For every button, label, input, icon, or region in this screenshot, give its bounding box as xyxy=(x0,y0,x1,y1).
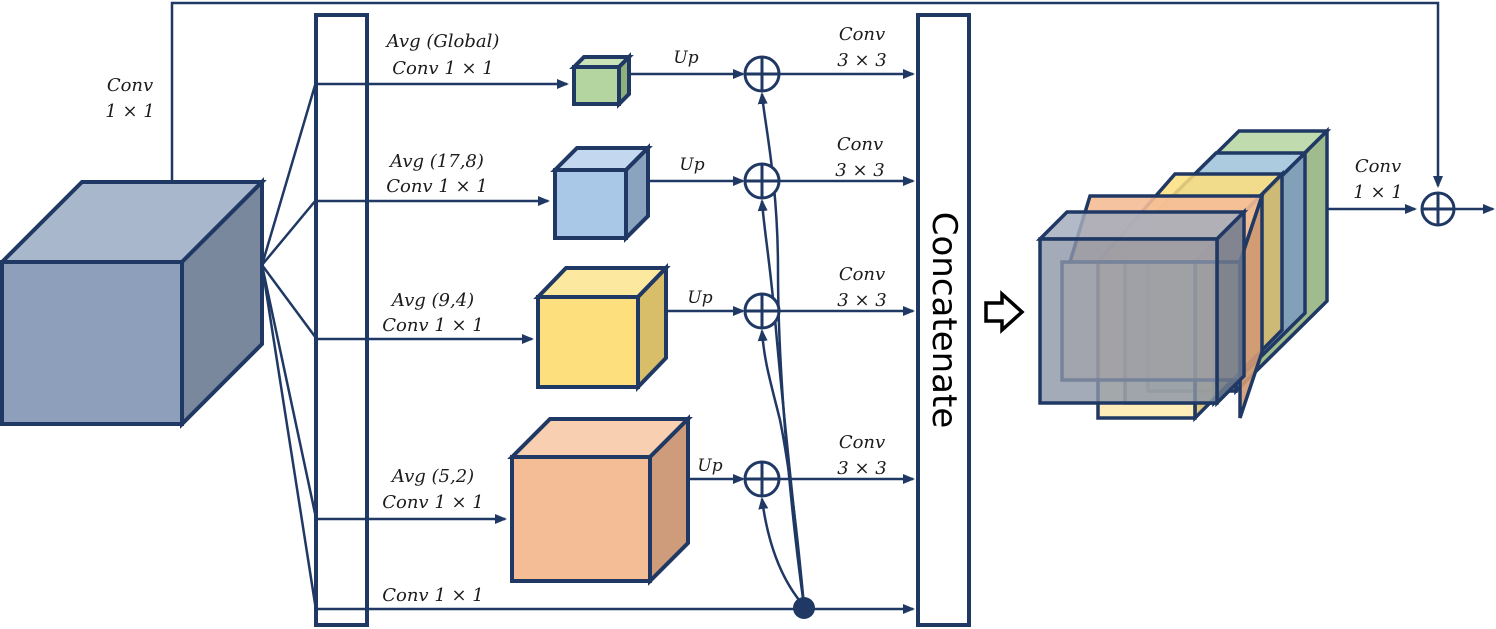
branch-5-2-conv-label: Conv 1 × 1 xyxy=(382,492,484,513)
concatenate-bar xyxy=(916,13,971,627)
hollow-right-arrow-icon xyxy=(984,290,1025,334)
conv3-label-2: Conv xyxy=(837,134,883,155)
add-icon xyxy=(743,162,781,200)
branch-5-2-label: Avg (5,2) xyxy=(390,466,474,487)
up-label-1: Up xyxy=(673,48,698,68)
branch-9-4-conv-label: Conv 1 × 1 xyxy=(382,315,484,336)
stacked-output-cubes xyxy=(1035,126,1332,423)
pooling-bar xyxy=(314,13,369,627)
conv-right-label: Conv xyxy=(1355,156,1401,177)
branch-17-8-label: Avg (17,8) xyxy=(388,151,484,172)
final-add-icon xyxy=(1420,191,1456,227)
up-label-3: Up xyxy=(687,288,712,308)
conv3-size-2: 3 × 3 xyxy=(835,160,884,181)
label-conv-top-left-size: 1 × 1 xyxy=(105,101,154,122)
conv3-size-1: 3 × 3 xyxy=(837,50,886,71)
junction-dot xyxy=(793,597,815,619)
branch-17-8: Avg (17,8) Conv 1 × 1 Up xyxy=(316,143,745,243)
up-label-2: Up xyxy=(679,155,704,175)
add-icon xyxy=(743,292,781,330)
conv3-label-4: Conv xyxy=(839,432,885,453)
output-cube-gray xyxy=(1035,207,1249,408)
conv3-size-3: 3 × 3 xyxy=(837,290,886,311)
concatenate-label: Concatenate xyxy=(924,212,964,429)
adders xyxy=(743,55,781,498)
branch-direct-label: Conv 1 × 1 xyxy=(382,585,484,606)
up-label-4: Up xyxy=(697,456,722,476)
input-feature-cube xyxy=(0,177,267,429)
add-icon xyxy=(743,55,781,93)
branch-global-conv-label: Conv 1 × 1 xyxy=(392,58,494,79)
conv3-size-4: 3 × 3 xyxy=(837,458,886,479)
feed-curves xyxy=(757,92,806,607)
branch-17-8-conv-label: Conv 1 × 1 xyxy=(386,176,488,197)
branch-5-2: Avg (5,2) Conv 1 × 1 Up xyxy=(316,414,745,586)
branch-9-4: Avg (9,4) Conv 1 × 1 Up xyxy=(316,263,745,392)
skip-connection xyxy=(170,1,1443,188)
label-conv-top-left: Conv xyxy=(107,75,153,96)
add-icon xyxy=(743,460,781,498)
branch-direct: Conv 1 × 1 xyxy=(316,585,915,619)
conv3-label-1: Conv xyxy=(839,24,885,45)
branch-9-4-label: Avg (9,4) xyxy=(390,290,474,311)
conv3-label-3: Conv xyxy=(839,264,885,285)
output-path: Conv 1 × 1 xyxy=(1327,156,1495,227)
fan-connections xyxy=(260,81,318,611)
branch-global: Avg (Global) Conv 1 × 1 Up xyxy=(316,31,745,109)
conv-right-size: 1 × 1 xyxy=(1353,182,1402,203)
conv3x3-arrows: Conv 3 × 3 Conv 3 × 3 Conv 3 × 3 Conv 3 … xyxy=(779,24,915,484)
branch-global-label: Avg (Global) xyxy=(385,31,500,52)
